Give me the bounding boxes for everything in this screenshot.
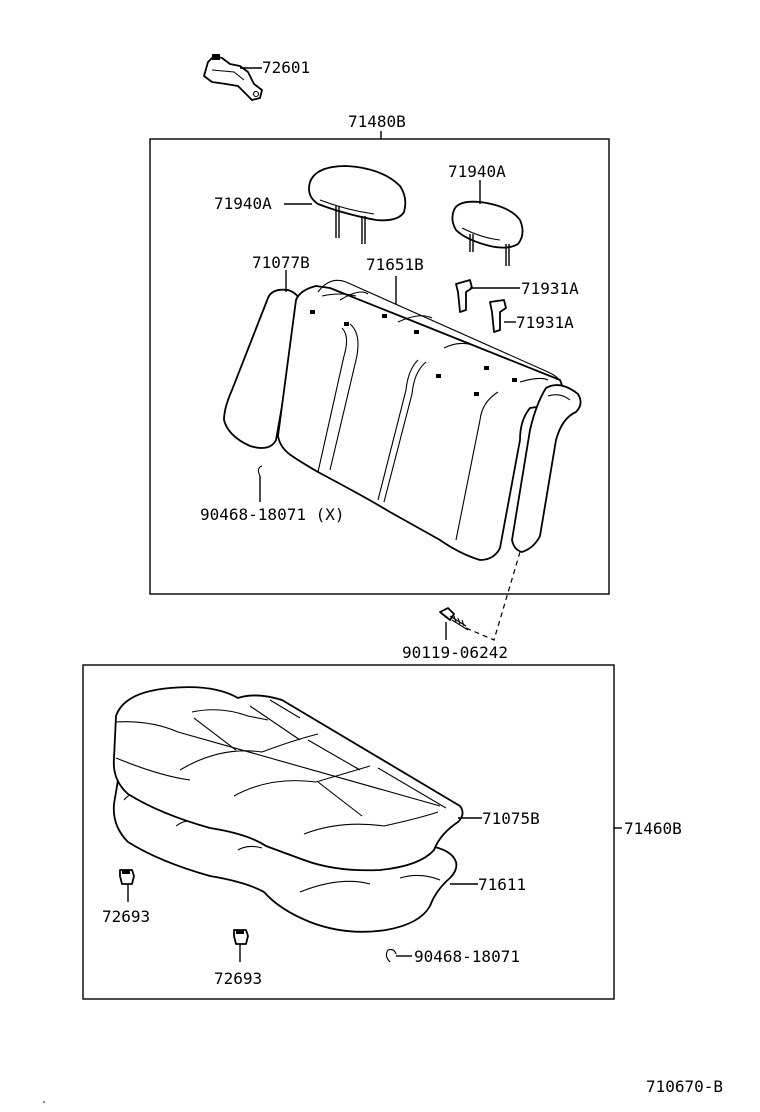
label-90468-18071-x: 90468-18071 (X): [200, 505, 345, 524]
headrest-support-top-part[interactable]: [455, 279, 473, 313]
hog-ring-part[interactable]: [385, 948, 397, 963]
diagram-code: 710670-B: [646, 1077, 723, 1096]
hog-ring-x-part[interactable]: [257, 465, 263, 477]
seat-back-cushion-part[interactable]: [223, 279, 564, 561]
clip-left-part[interactable]: [119, 869, 135, 885]
headrest-right-part[interactable]: [451, 200, 524, 266]
label-90468-18071: 90468-18071: [414, 947, 520, 966]
headrest-support-bottom-part[interactable]: [489, 299, 507, 333]
seat-back-right-bolster-part[interactable]: [511, 384, 582, 553]
seat-cushion-cover-part[interactable]: [112, 686, 464, 872]
label-71611: 71611: [478, 875, 526, 894]
label-72601: 72601: [262, 58, 310, 77]
seat-belt-bracket-part[interactable]: [203, 54, 263, 101]
label-72693-bottom: 72693: [214, 969, 262, 988]
headrest-left-part[interactable]: [308, 165, 407, 244]
clip-bottom-part[interactable]: [233, 929, 249, 945]
label-71931A-top: 71931A: [521, 279, 579, 298]
seat-back-assembly-box: [149, 138, 610, 595]
label-72693-left: 72693: [102, 907, 150, 926]
label-71940A-right: 71940A: [448, 162, 506, 181]
seat-cushion-assembly-box: [82, 664, 615, 1000]
label-71931A-bottom: 71931A: [516, 313, 574, 332]
bolt-part[interactable]: [439, 607, 469, 631]
label-71077B: 71077B: [252, 253, 310, 272]
label-71651B: 71651B: [366, 255, 424, 274]
label-71460B: 71460B: [624, 819, 682, 838]
label-71940A-left: 71940A: [214, 194, 272, 213]
label-90119-06242: 90119-06242: [402, 643, 508, 662]
label-71480B: 71480B: [348, 112, 406, 131]
label-71075B: 71075B: [482, 809, 540, 828]
